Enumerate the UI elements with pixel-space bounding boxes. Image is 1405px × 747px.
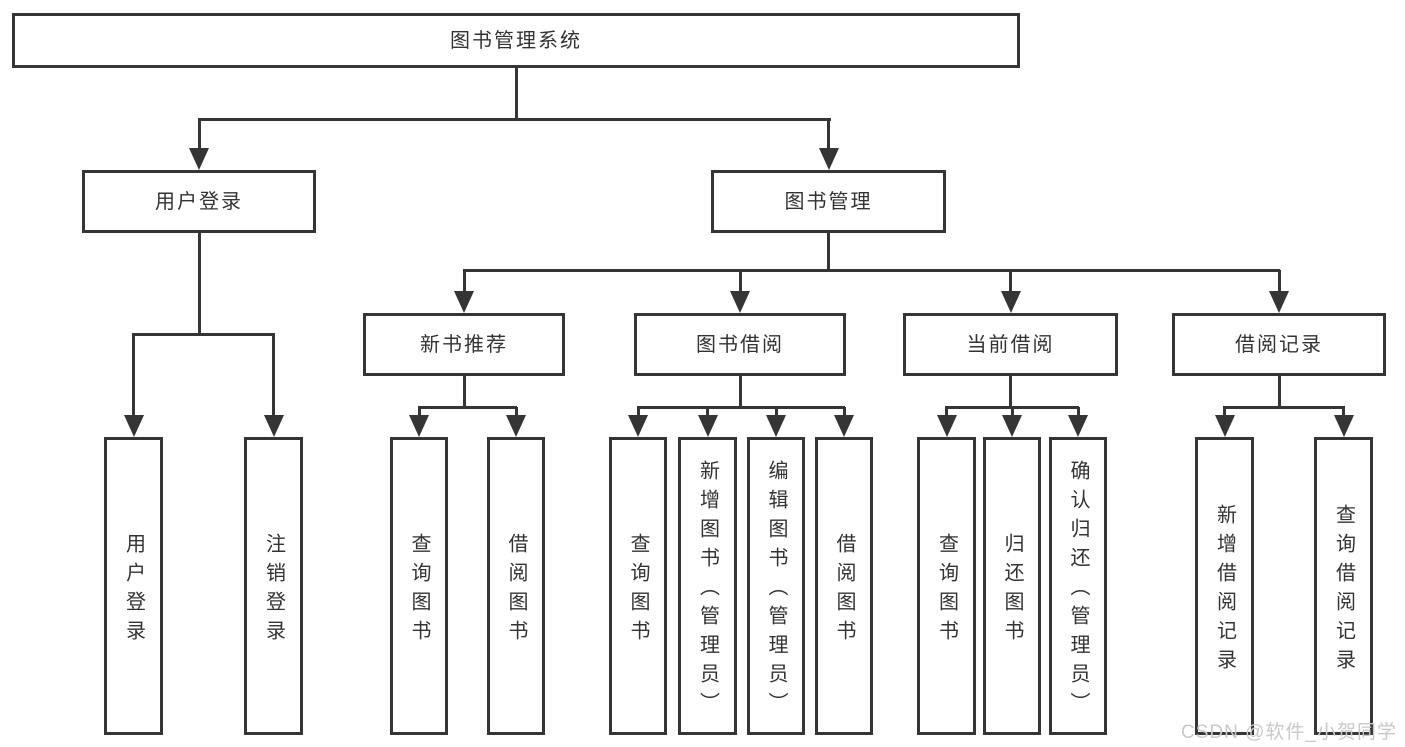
connector-line — [418, 405, 517, 409]
node-leaf-cb-return: 归还图书 — [983, 437, 1041, 735]
arrow-down-icon — [189, 148, 209, 170]
connector-line — [1277, 270, 1281, 299]
arrow-down-icon — [936, 415, 957, 437]
arrow-down-icon — [628, 415, 648, 437]
connector-line — [1009, 376, 1012, 408]
arrow-down-icon — [697, 415, 718, 437]
arrow-down-icon — [123, 415, 144, 437]
node-leaf-nb-query: 查询图书 — [390, 437, 448, 735]
connector-line — [637, 405, 845, 409]
node-user-login: 用户登录 — [82, 170, 316, 233]
connector-line — [197, 233, 201, 335]
connector-line — [1277, 376, 1281, 408]
connector-line — [1009, 270, 1012, 299]
arrow-down-icon — [1214, 415, 1235, 437]
node-leaf-cb-confirm: 确认归还（管理员） — [1049, 437, 1107, 735]
node-leaf-bb-edit: 编辑图书（管理员） — [747, 437, 805, 735]
node-leaf-user-login: 用户登录 — [104, 437, 163, 735]
arrow-down-icon — [1333, 415, 1354, 437]
arrow-down-icon — [766, 415, 786, 437]
arrow-down-icon — [834, 415, 854, 437]
arrow-down-icon — [1068, 415, 1088, 437]
connector-line — [462, 270, 466, 299]
node-leaf-rec-add: 新增借阅记录 — [1195, 437, 1254, 735]
arrow-down-icon — [506, 415, 526, 437]
connector-line — [132, 332, 275, 336]
arrow-down-icon — [1269, 291, 1289, 313]
watermark: CSDN @软件_小贺同学 — [1181, 722, 1397, 743]
connector-line — [827, 119, 830, 156]
connector-line — [514, 68, 518, 119]
node-current-borrow: 当前借阅 — [903, 313, 1118, 376]
arrow-down-icon — [263, 415, 284, 437]
node-leaf-bb-borrow: 借阅图书 — [815, 437, 873, 735]
node-leaf-bb-query: 查询图书 — [609, 437, 667, 735]
node-leaf-rec-query: 查询借阅记录 — [1314, 437, 1373, 735]
node-leaf-cb-query: 查询图书 — [917, 437, 976, 735]
arrow-down-icon — [818, 148, 839, 170]
arrow-down-icon — [409, 415, 429, 437]
connector-line — [132, 334, 135, 423]
arrow-down-icon — [1002, 415, 1022, 437]
connector-line — [738, 376, 742, 408]
connector-line — [462, 376, 466, 408]
node-book-borrow: 图书借阅 — [634, 313, 846, 376]
connector-line — [1223, 405, 1345, 409]
connector-line — [272, 334, 275, 423]
connector-line — [827, 233, 830, 271]
connector-line — [738, 270, 742, 299]
connector-line — [197, 117, 831, 121]
node-borrow-record: 借阅记录 — [1172, 313, 1386, 376]
arrow-down-icon — [730, 291, 750, 313]
node-book-mgmt: 图书管理 — [711, 170, 946, 233]
arrow-down-icon — [454, 291, 474, 313]
node-leaf-bb-add: 新增图书（管理员） — [678, 437, 737, 735]
arrow-down-icon — [1000, 291, 1021, 313]
node-leaf-logout: 注销登录 — [244, 437, 303, 735]
connector-line — [197, 119, 201, 156]
node-leaf-nb-borrow: 借阅图书 — [487, 437, 545, 735]
connector-line — [463, 268, 1280, 272]
node-root: 图书管理系统 — [12, 13, 1020, 68]
node-new-book-rec: 新书推荐 — [363, 313, 565, 376]
